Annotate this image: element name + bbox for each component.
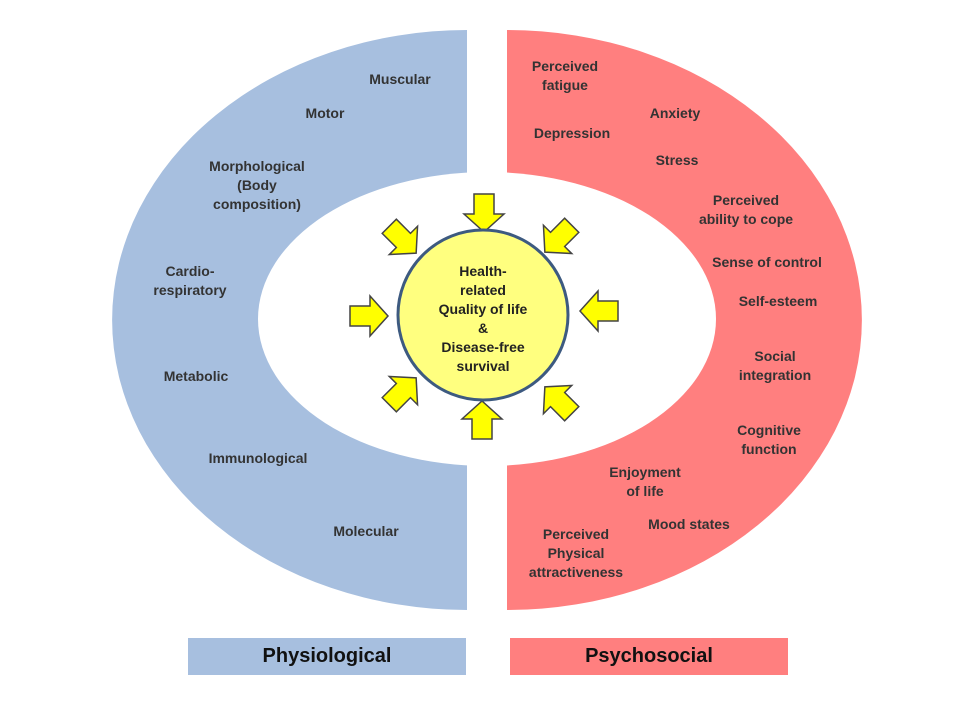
psychosocial-item-5-line: ability to cope: [699, 211, 793, 227]
psychosocial-item-2: Anxiety: [650, 105, 701, 121]
center-text-line: related: [460, 282, 506, 298]
psychosocial-item-12-line: Physical: [548, 545, 605, 561]
physiological-item-5-line: Metabolic: [164, 368, 229, 384]
psychosocial-item-9-line: function: [741, 441, 796, 457]
psychosocial-legend: Psychosocial: [510, 638, 788, 675]
physiological-item-4-line: Cardio-: [166, 263, 215, 279]
psychosocial-item-9: Cognitive function: [737, 422, 801, 457]
psychosocial-item-8: Social integration: [739, 348, 811, 383]
psychosocial-item-3: Depression: [534, 125, 610, 141]
physiological-item-2-line: Motor: [306, 105, 345, 121]
physiological-item-2: Motor: [306, 105, 345, 121]
psychosocial-item-12-line: Perceived: [543, 526, 609, 542]
psychosocial-item-6: Sense of control: [712, 254, 822, 270]
center-text-line: Health-: [459, 263, 507, 279]
center-text-line: survival: [457, 358, 510, 374]
psychosocial-item-6-line: Sense of control: [712, 254, 822, 270]
psychosocial-item-10: Enjoyment of life: [609, 464, 681, 499]
center-text-line: &: [478, 320, 488, 336]
psychosocial-item-11-line: Mood states: [648, 516, 730, 532]
psychosocial-item-10-line: of life: [626, 483, 664, 499]
physiological-item-6: Immunological: [209, 450, 308, 466]
physiological-item-3-line: (Body: [237, 177, 277, 193]
arrow-top: [462, 193, 506, 234]
arrow-bottom-left: [381, 375, 419, 413]
psychosocial-item-5-line: Perceived: [713, 192, 779, 208]
psychosocial-item-1-line: Perceived: [532, 58, 598, 74]
center-circle: [396, 228, 570, 402]
psychosocial-item-7: Self-esteem: [739, 293, 818, 309]
psychosocial-item-4-line: Stress: [656, 152, 699, 168]
psychosocial-item-1: Perceived fatigue: [532, 58, 598, 93]
psychosocial-item-7-line: Self-esteem: [739, 293, 818, 309]
psychosocial-legend-label: Psychosocial: [585, 645, 713, 667]
physiological-item-5: Metabolic: [164, 368, 229, 384]
physiological-legend-label: Physiological: [262, 645, 392, 667]
psychosocial-item-8-line: Social: [754, 348, 795, 364]
physiological-item-3-line: Morphological: [209, 158, 305, 174]
physiological-legend: Physiological: [188, 638, 466, 675]
physiological-item-4: Cardio-respiratory: [153, 263, 226, 298]
physiological-item-7-line: Molecular: [333, 523, 399, 539]
physiological-item-3: Morphological (Body composition): [209, 158, 305, 212]
arrows-group: [349, 193, 619, 440]
psychosocial-item-11: Mood states: [648, 516, 730, 532]
center-text-line: Quality of life: [439, 301, 528, 317]
psychosocial-item-12-line: attractiveness: [529, 564, 623, 580]
physiological-item-6-line: Immunological: [209, 450, 308, 466]
psychosocial-item-2-line: Anxiety: [650, 105, 701, 121]
physiological-item-1-line: Muscular: [369, 71, 431, 87]
physiological-item-3-line: composition): [213, 196, 301, 212]
psychosocial-item-1-line: fatigue: [542, 77, 588, 93]
physiological-item-4-line: respiratory: [153, 282, 226, 298]
arrow-bottom-right: [542, 384, 580, 422]
arrow-left: [349, 294, 390, 338]
physiological-item-1: Muscular: [369, 71, 431, 87]
arrow-right: [578, 289, 619, 333]
psychosocial-item-5: Perceived ability to cope: [699, 192, 793, 227]
arrow-top-right: [542, 217, 580, 255]
arrow-top-left: [381, 218, 419, 256]
psychosocial-item-10-line: Enjoyment: [609, 464, 681, 480]
psychosocial-item-3-line: Depression: [534, 125, 610, 141]
arrow-bottom: [460, 399, 504, 440]
psychosocial-item-8-line: integration: [739, 367, 811, 383]
psychosocial-item-4: Stress: [656, 152, 699, 168]
physiological-item-7: Molecular: [333, 523, 399, 539]
center-text-line: Disease-free: [441, 339, 524, 355]
psychosocial-item-9-line: Cognitive: [737, 422, 801, 438]
